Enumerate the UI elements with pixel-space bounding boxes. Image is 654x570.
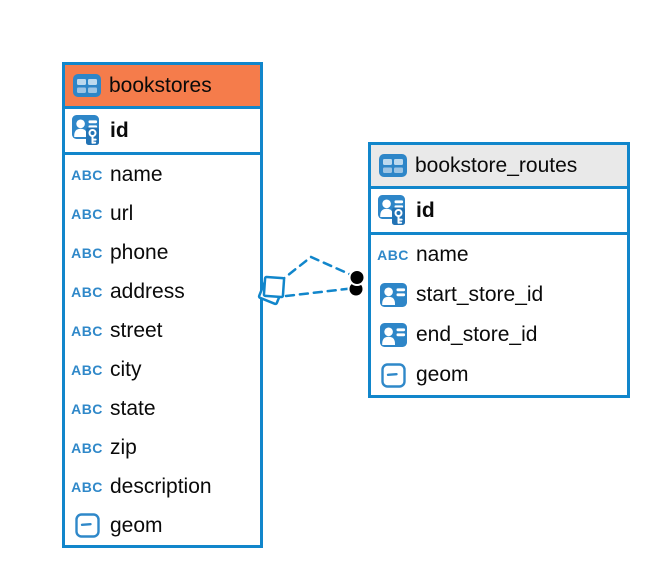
text-type-icon: ABC (71, 322, 103, 339)
primary-key-icon (378, 195, 408, 226)
text-type-icon: ABC (71, 244, 103, 261)
table-bookstores[interactable]: bookstores id ABC name ABC url ABC phone… (62, 62, 263, 548)
column-name: id (110, 118, 129, 142)
column-name: street (110, 318, 163, 342)
column-row-name[interactable]: ABC name (65, 155, 260, 194)
text-type-icon: ABC (71, 283, 103, 300)
column-name: description (110, 474, 212, 498)
text-type-icon: ABC (71, 361, 103, 378)
column-row-name[interactable]: ABC name (371, 235, 627, 275)
reference-icon (380, 283, 407, 307)
text-type-icon: ABC (71, 205, 103, 222)
column-row-id[interactable]: id (371, 189, 627, 235)
text-type-icon: ABC (377, 247, 409, 263)
column-row-url[interactable]: ABC url (65, 194, 260, 233)
geometry-type-icon (380, 362, 406, 388)
table-bookstore-routes-header[interactable]: bookstore_routes (371, 145, 627, 189)
column-row-end-store-id[interactable]: end_store_id (371, 315, 627, 355)
column-row-start-store-id[interactable]: start_store_id (371, 275, 627, 315)
column-row-phone[interactable]: ABC phone (65, 233, 260, 272)
table-bookstore-routes[interactable]: bookstore_routes id ABC name start_store… (368, 142, 630, 398)
column-row-city[interactable]: ABC city (65, 350, 260, 389)
column-name: geom (416, 363, 469, 386)
column-name: geom (110, 513, 163, 537)
table-icon (379, 154, 407, 177)
table-title: bookstore_routes (415, 153, 578, 177)
column-name: state (110, 396, 156, 420)
column-name: name (416, 243, 469, 266)
column-name: id (416, 198, 435, 222)
table-title: bookstores (109, 73, 212, 97)
column-row-id[interactable]: id (65, 109, 260, 155)
column-row-geom[interactable]: geom (371, 355, 627, 395)
text-type-icon: ABC (71, 166, 103, 183)
text-type-icon: ABC (71, 478, 103, 495)
text-type-icon: ABC (71, 439, 103, 456)
table-icon (73, 74, 101, 97)
relationship-line[interactable] (276, 255, 358, 285)
primary-key-icon (72, 115, 102, 146)
reference-icon (380, 323, 407, 347)
relationship-line[interactable] (284, 286, 357, 298)
column-name: start_store_id (416, 283, 544, 306)
column-name: url (110, 201, 134, 225)
column-name: name (110, 162, 163, 186)
column-row-description[interactable]: ABC description (65, 467, 260, 506)
column-name: zip (110, 435, 137, 459)
column-name: address (110, 279, 185, 303)
column-row-zip[interactable]: ABC zip (65, 428, 260, 467)
column-row-address[interactable]: ABC address (65, 272, 260, 311)
column-name: phone (110, 240, 169, 264)
column-row-state[interactable]: ABC state (65, 389, 260, 428)
column-name: city (110, 357, 142, 381)
column-row-street[interactable]: ABC street (65, 311, 260, 350)
column-row-geom[interactable]: geom (65, 506, 260, 545)
column-name: end_store_id (416, 323, 538, 346)
table-bookstores-header[interactable]: bookstores (65, 65, 260, 109)
text-type-icon: ABC (71, 400, 103, 417)
geometry-type-icon (74, 513, 100, 538)
